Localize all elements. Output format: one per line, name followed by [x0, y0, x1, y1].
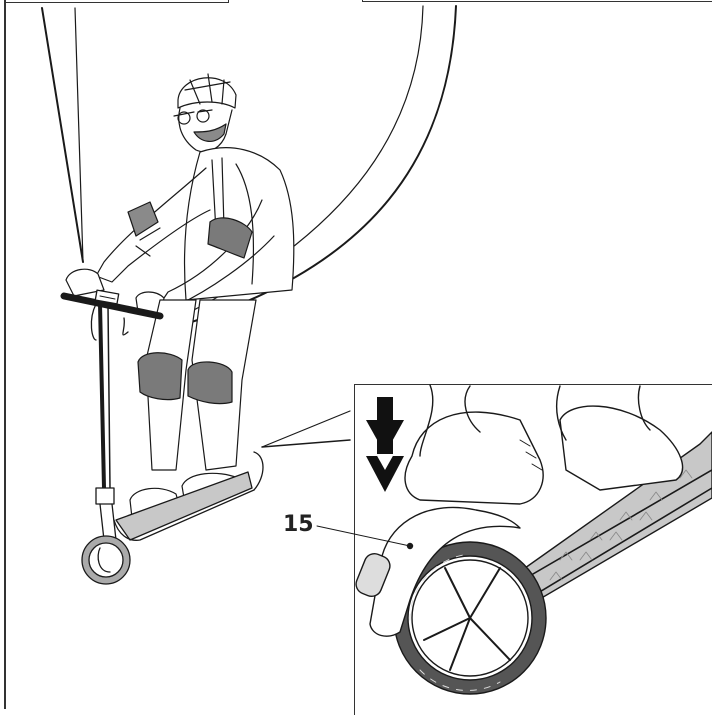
- down-arrow-icon: [366, 437, 404, 492]
- top-left-box-frame: [4, 0, 229, 3]
- left-page-border: [4, 0, 6, 709]
- inset-illustration: [316, 384, 712, 695]
- inset-panel-frame: [354, 384, 712, 715]
- callout-number: 15: [283, 512, 314, 537]
- scooter: [60, 289, 264, 585]
- top-right-box-frame: [362, 0, 712, 2]
